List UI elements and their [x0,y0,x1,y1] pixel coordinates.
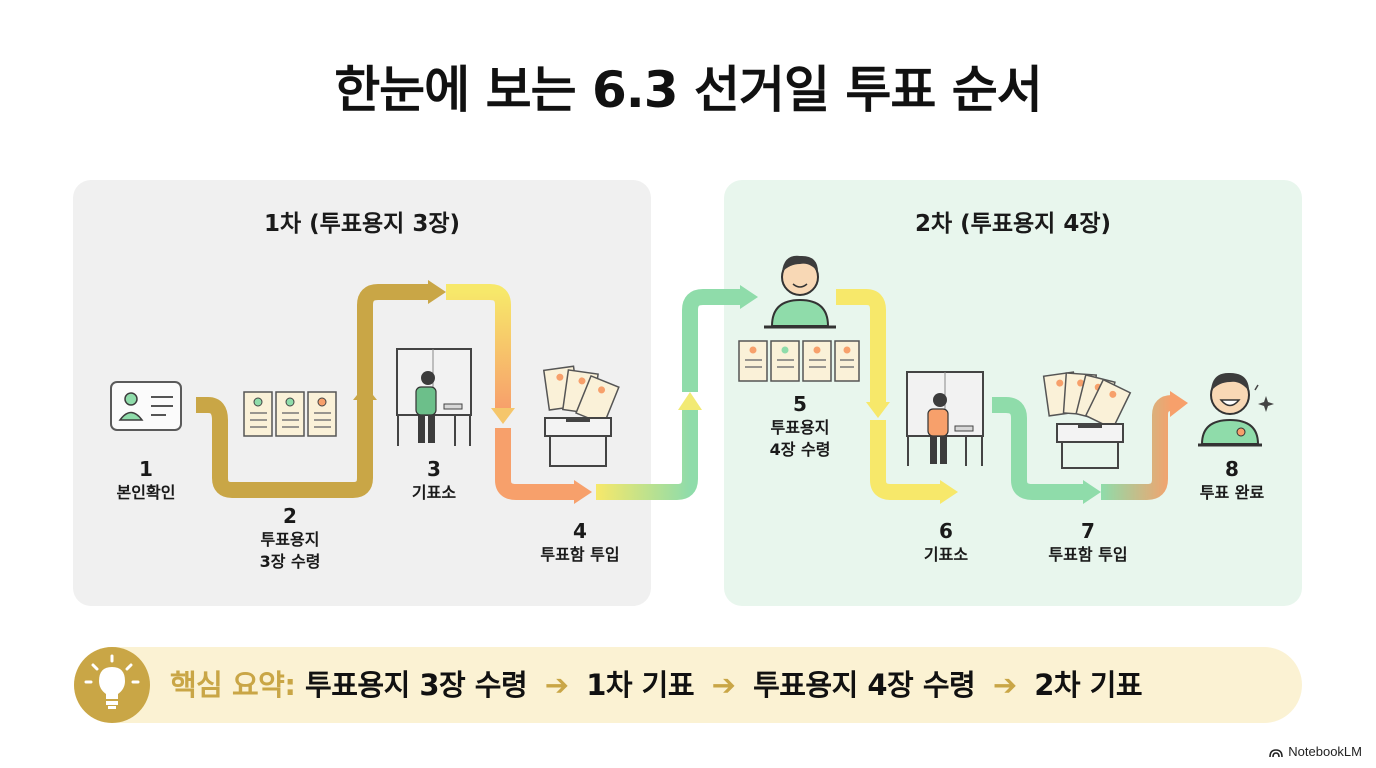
flow-arrow-5-6 [836,289,958,504]
summary-item-2: 1차 기표 [586,668,695,702]
step-number: 5 [793,392,807,416]
phase-1-title: 1차 (투표용지 3장) [263,211,460,237]
step-number: 1 [139,457,153,481]
sparkle-icon [1254,384,1274,412]
step-label: 투표용지 4장 수령 [769,418,831,459]
summary-bar: 핵심 요약: 투표용지 3장 수령 ➔ 1차 기표 ➔ 투표용지 4장 수령 ➔… [74,647,1302,723]
step-1: 1 본인확인 [100,456,192,504]
step-label: 투표용지 3장 수령 [259,530,321,571]
arrow-icon: ➔ [711,668,736,702]
official-icon [764,255,836,329]
summary-label: 핵심 요약: [170,668,296,702]
flow-diagram [110,255,1274,504]
summary-item-1: 투표용지 3장 수령 [305,668,528,702]
step-label: 기표소 [411,483,457,502]
summary-item-3: 투표용지 4장 수령 [753,668,976,702]
arrow-icon: ➔ [544,668,569,702]
ballot-box-icon-2 [1042,371,1132,469]
step-7: 7 투표함 투입 [1028,518,1148,566]
phase-2-panel: 2차 (투표용지 4장) [724,180,1302,606]
step-label: 기표소 [923,545,969,564]
step-number: 3 [427,457,441,481]
step-label: 투표 완료 [1199,483,1265,502]
arrow-icon: ➔ [992,668,1017,702]
voting-booth-icon [396,348,472,446]
three-ballots-icon [243,391,337,437]
id-card-icon [110,381,182,431]
step-label: 투표함 투입 [1048,545,1128,564]
four-ballots-icon [738,340,860,382]
flow-arrow-7-8 [1101,391,1188,500]
step-4: 4 투표함 투입 [520,518,640,566]
lightbulb-icon [74,647,150,723]
step-5: 5 투표용지 4장 수령 [750,391,850,461]
step-label: 본인확인 [116,483,176,502]
flow-arrow-3-4 [357,280,592,504]
flow-arrow-4-5 [596,285,758,500]
happy-voter-icon [1198,372,1262,447]
page-title: 한눈에 보는 6.3 선거일 투표 순서 [334,61,1043,119]
summary-item-4: 2차 기표 [1034,668,1143,702]
voting-booth-icon-2 [906,371,984,466]
step-number: 6 [939,519,953,543]
ballot-box-icon [542,365,620,467]
step-number: 7 [1081,519,1095,543]
step-number: 8 [1225,457,1239,481]
step-number: 4 [573,519,587,543]
notebooklm-logo-icon [1268,748,1283,757]
phase-2-title: 2차 (투표용지 4장) [914,211,1111,237]
step-label: 투표함 투입 [540,545,620,564]
brand-name: NotebookLM [1288,744,1362,759]
step-6: 6 기표소 [900,518,992,566]
brand-watermark: NotebookLM [1268,744,1362,759]
step-8: 8 투표 완료 [1180,456,1284,504]
summary-text: 핵심 요약: 투표용지 3장 수령 ➔ 1차 기표 ➔ 투표용지 4장 수령 ➔… [170,647,1143,723]
flow-arrow-6-7 [992,397,1101,504]
step-number: 2 [283,504,297,528]
step-2: 2 투표용지 3장 수령 [241,503,339,573]
step-3: 3 기표소 [388,456,480,504]
